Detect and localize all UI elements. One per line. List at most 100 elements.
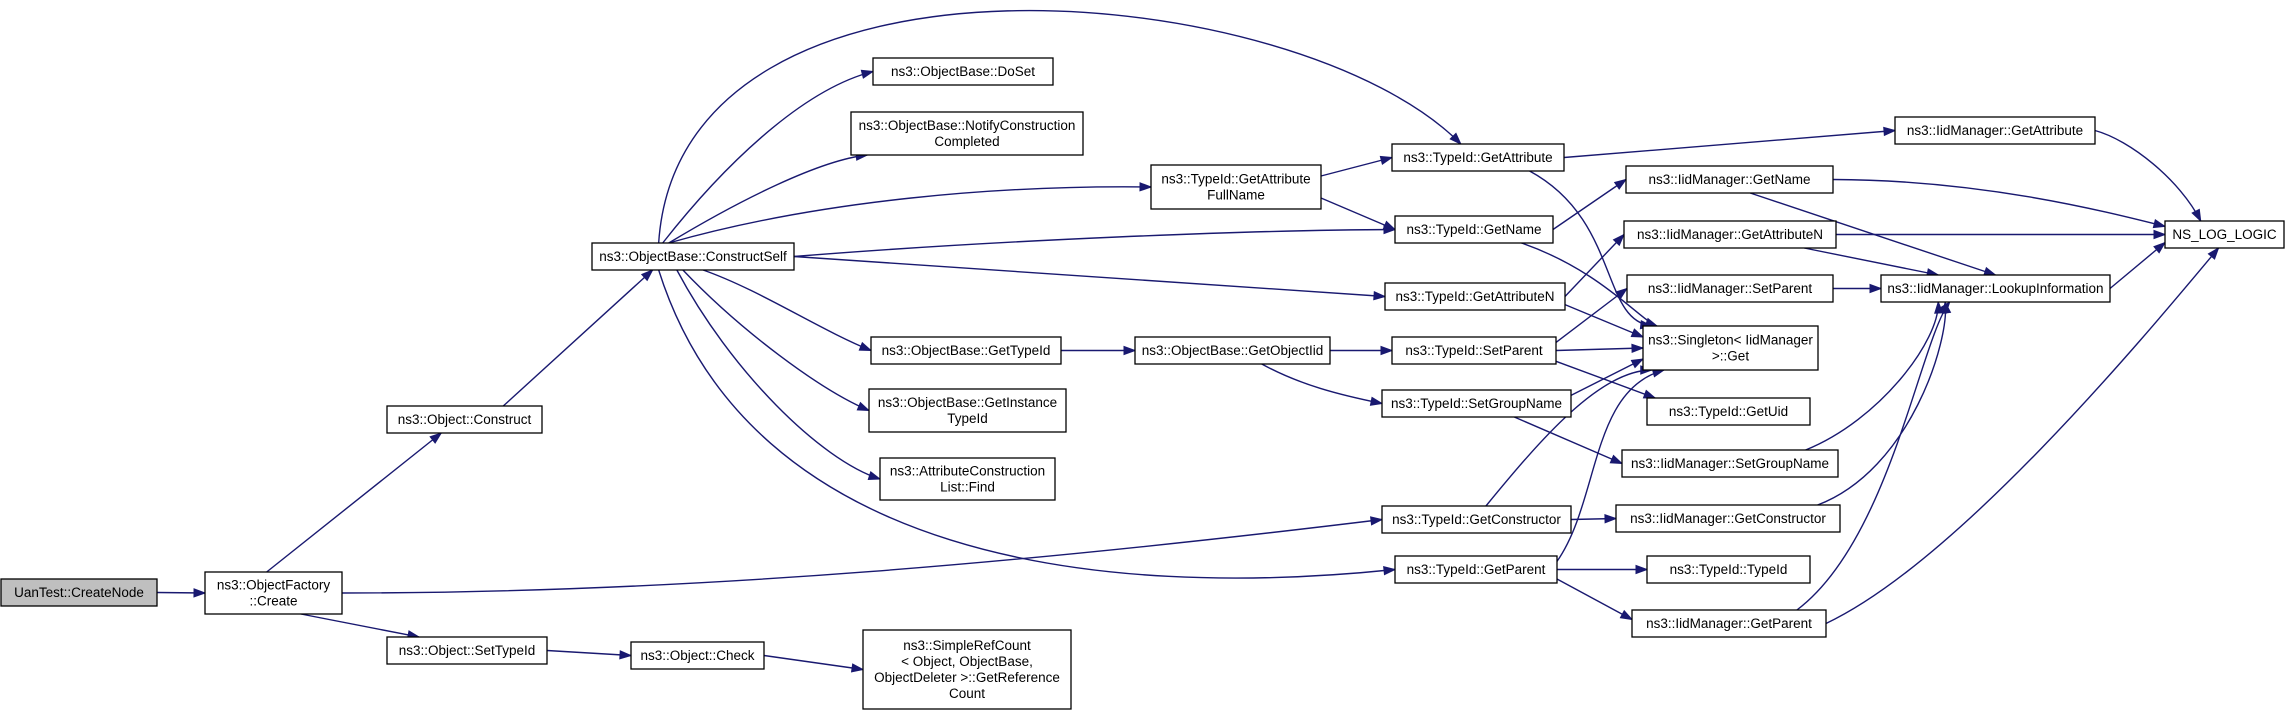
node-label-line: ns3::Object::Construct xyxy=(398,412,532,427)
edge-line xyxy=(1555,347,1644,352)
node-iidmanager-lookupinformation[interactable]: ns3::IidManager::LookupInformation xyxy=(1880,274,2111,303)
node-iidmanager-setgroupname[interactable]: ns3::IidManager::SetGroupName xyxy=(1621,449,1839,478)
node-iidmanager-getattribute[interactable]: ns3::IidManager::GetAttribute xyxy=(1894,116,2096,145)
node-box xyxy=(204,571,343,615)
edge-iidmanager-setgroupname-to-iidmanager-lookupinformation xyxy=(1805,300,1944,451)
arrowhead xyxy=(1612,233,1626,247)
node-box xyxy=(868,388,1067,433)
arrowhead xyxy=(1614,287,1629,300)
edge-objectbase-gettypeid-to-objectbase-getobjectiid xyxy=(1061,345,1137,356)
edge-line xyxy=(266,432,442,573)
node-box xyxy=(2164,220,2285,249)
edge-line xyxy=(1570,358,1644,397)
node-box xyxy=(1646,397,1811,426)
node-label-line: ns3::AttributeConstruction xyxy=(890,464,1045,479)
node-objectfactory-create[interactable]: ns3::ObjectFactory::Create xyxy=(204,571,343,615)
node-label-line: ns3::TypeId::GetName xyxy=(1406,222,1541,237)
arrowhead xyxy=(1379,155,1394,165)
node-box xyxy=(386,636,548,665)
node-simplerefcount[interactable]: ns3::SimpleRefCount< Object, ObjectBase,… xyxy=(862,629,1072,710)
arrowhead xyxy=(1613,178,1628,190)
node-objectbase-getobjectiid[interactable]: ns3::ObjectBase::GetObjectIid xyxy=(1134,336,1331,365)
node-typeid-typeid[interactable]: ns3::TypeId::TypeId xyxy=(1646,555,1811,584)
node-typeid-getuid[interactable]: ns3::TypeId::GetUid xyxy=(1646,397,1811,426)
arrowhead xyxy=(1604,514,1618,524)
node-objectbase-doset[interactable]: ns3::ObjectBase::DoSet xyxy=(872,57,1054,86)
node-object-construct[interactable]: ns3::Object::Construct xyxy=(386,405,543,434)
node-box xyxy=(0,578,158,607)
node-box xyxy=(1625,165,1834,194)
edge-objectbase-constructself-to-typeid-getparent xyxy=(657,269,1397,579)
edge-objectbase-constructself-to-objectbase-getinstancetypeid xyxy=(682,269,871,412)
node-box xyxy=(1621,449,1839,478)
node-typeid-setparent[interactable]: ns3::TypeId::SetParent xyxy=(1391,336,1557,365)
arrowhead xyxy=(1123,345,1137,356)
node-box xyxy=(1381,505,1572,534)
node-label-line: ns3::IidManager::SetParent xyxy=(1648,281,1813,296)
edge-iidmanager-getparent-to-iidmanager-lookupinformation xyxy=(1796,300,1951,611)
node-box xyxy=(1642,325,1819,371)
node-typeid-getconstructor[interactable]: ns3::TypeId::GetConstructor xyxy=(1381,505,1572,534)
node-label-line: ns3::IidManager::GetAttribute xyxy=(1907,123,2083,138)
node-objectbase-gettypeid[interactable]: ns3::ObjectBase::GetTypeId xyxy=(870,336,1062,365)
node-uantest-createnode[interactable]: UanTest::CreateNode xyxy=(0,578,158,607)
edge-uantest-createnode-to-objectfactory-create xyxy=(156,588,207,598)
node-label-line: NS_LOG_LOGIC xyxy=(2172,227,2277,242)
node-iidmanager-getattributen[interactable]: ns3::IidManager::GetAttributeN xyxy=(1623,220,1837,249)
arrowhead xyxy=(1369,396,1384,406)
arrowhead xyxy=(1619,609,1634,621)
node-object-check[interactable]: ns3::Object::Check xyxy=(630,641,765,670)
node-label-line: ns3::TypeId::GetAttribute xyxy=(1403,150,1552,165)
node-objectbase-constructself[interactable]: ns3::ObjectBase::ConstructSelf xyxy=(591,242,795,271)
node-typeid-getparent[interactable]: ns3::TypeId::GetParent xyxy=(1394,555,1558,584)
node-iidmanager-getconstructor[interactable]: ns3::IidManager::GetConstructor xyxy=(1615,504,1841,533)
edge-line xyxy=(300,613,420,638)
node-box xyxy=(879,457,1056,501)
node-box xyxy=(1626,274,1834,303)
node-typeid-getattributen[interactable]: ns3::TypeId::GetAttributeN xyxy=(1384,282,1566,311)
arrowhead xyxy=(1383,565,1397,576)
node-label-line: ns3::ObjectFactory xyxy=(217,578,331,593)
node-label-line: ns3::IidManager::GetName xyxy=(1648,172,1810,187)
arrowhead xyxy=(1869,283,1883,294)
node-iidmanager-getparent[interactable]: ns3::IidManager::GetParent xyxy=(1631,609,1827,638)
arrowhead xyxy=(858,341,873,352)
node-label-line: ns3::Singleton< IidManager xyxy=(1648,333,1813,348)
node-box xyxy=(1894,116,2096,145)
node-typeid-setgroupname[interactable]: ns3::TypeId::SetGroupName xyxy=(1381,389,1572,418)
edge-line xyxy=(763,654,864,671)
edge-objectbase-constructself-to-objectbase-notifyconstructioncompleted xyxy=(668,151,869,244)
node-iidmanager-setparent[interactable]: ns3::IidManager::SetParent xyxy=(1626,274,1834,303)
node-label-line: UanTest::CreateNode xyxy=(14,585,144,600)
edge-line xyxy=(657,269,1396,579)
arrowhead xyxy=(1609,454,1624,465)
edge-line xyxy=(1556,578,1633,621)
node-objectbase-notifyconstructioncompleted[interactable]: ns3::ObjectBase::NotifyConstructionCompl… xyxy=(850,111,1084,156)
edge-objectfactory-create-to-object-settypeid xyxy=(300,613,421,640)
node-ns-log-logic[interactable]: NS_LOG_LOGIC xyxy=(2164,220,2285,249)
node-object-settypeid[interactable]: ns3::Object::SetTypeId xyxy=(386,636,548,665)
node-box xyxy=(1381,389,1572,418)
node-typeid-getattribute[interactable]: ns3::TypeId::GetAttribute xyxy=(1391,143,1565,172)
edge-line xyxy=(546,649,632,657)
node-box xyxy=(1615,504,1841,533)
edge-line xyxy=(1564,303,1644,338)
edge-iidmanager-getattributen-to-ns-log-logic xyxy=(1836,229,2167,240)
node-box xyxy=(1391,143,1565,172)
arrowhead xyxy=(1883,126,1897,137)
edge-objectbase-constructself-to-typeid-getname xyxy=(793,224,1397,258)
node-label-line: ns3::TypeId::GetConstructor xyxy=(1392,512,1561,527)
arrowhead xyxy=(867,471,882,481)
edge-object-check-to-simplerefcount xyxy=(763,654,865,673)
arrowhead xyxy=(1630,328,1645,338)
edge-typeid-setparent-to-singleton-get xyxy=(1555,343,1645,354)
node-iidmanager-getname[interactable]: ns3::IidManager::GetName xyxy=(1625,165,1834,194)
node-label-line: ObjectDeleter >::GetReference xyxy=(874,670,1060,685)
node-typeid-getname[interactable]: ns3::TypeId::GetName xyxy=(1394,215,1554,244)
node-label-line: ns3::TypeId::GetAttribute xyxy=(1161,172,1310,187)
node-box xyxy=(1880,274,2111,303)
node-singleton-get[interactable]: ns3::Singleton< IidManager>::Get xyxy=(1642,325,1819,371)
